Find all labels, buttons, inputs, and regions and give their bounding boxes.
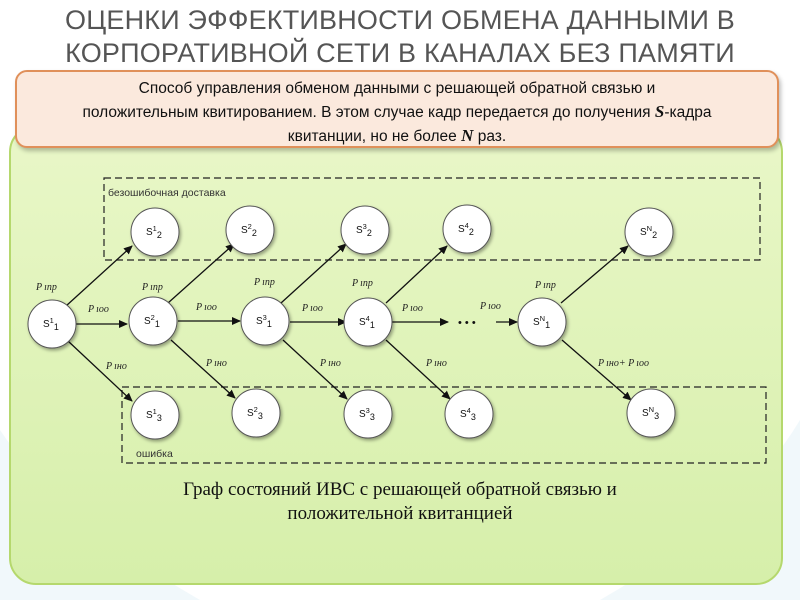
state-node-sn1: SN1 <box>517 297 567 347</box>
label-p-oo-2: P ıоо <box>195 302 217 313</box>
state-node-label: S43 <box>460 406 476 422</box>
edge-sn1-sn2 <box>560 245 629 304</box>
state-node-sn2: SN2 <box>624 207 674 257</box>
state-node-s22: S22 <box>225 205 275 255</box>
title-line-2: КОРПОРАТИВНОЙ СЕТИ В КАНАЛАХ БЕЗ ПАМЯТИ <box>65 38 735 68</box>
callout-line-2-text: положительным квитированием. В этом случ… <box>82 104 655 121</box>
caption-line-2: положительной квитанцией <box>287 503 513 524</box>
callout-line-2-end: -кадра <box>664 104 712 121</box>
graph-caption: Граф состояний ИВС с решающей обратной с… <box>120 478 680 526</box>
state-node-s21: S21 <box>128 296 178 346</box>
state-node-label: S22 <box>241 222 257 238</box>
state-node-label: S33 <box>359 406 375 422</box>
error-group-box <box>121 386 767 464</box>
edge-s21-s23 <box>170 339 236 399</box>
state-node-s12: S12 <box>130 207 180 257</box>
callout-line-1: Способ управления обменом данными с реша… <box>138 80 656 97</box>
label-p-pr-4: P ıпр <box>351 278 373 289</box>
state-node-label: S21 <box>144 313 160 329</box>
edge-s41-s43 <box>385 339 451 400</box>
state-node-label: S13 <box>146 407 162 423</box>
label-p-no-2: P ıно <box>205 358 227 369</box>
state-node-circle <box>130 390 180 440</box>
state-node-circle <box>626 388 676 438</box>
caption-line-1: Граф состояний ИВС с решающей обратной с… <box>183 479 617 500</box>
state-node-sn3: SN3 <box>626 388 676 438</box>
state-node-s42: S42 <box>442 204 492 254</box>
edge-s31-s32 <box>280 243 347 304</box>
state-node-label: SN2 <box>640 224 657 240</box>
label-p-oo-5: P ıоо <box>479 301 501 312</box>
state-node-s11: S11 <box>27 299 77 349</box>
state-node-circle <box>231 388 281 438</box>
success-group-label: безошибочная доставка <box>108 187 226 199</box>
state-node-label: S42 <box>458 221 474 237</box>
state-node-circle <box>130 207 180 257</box>
slide-title: ОЦЕНКИ ЭФФЕКТИВНОСТИ ОБМЕНА ДАННЫМИ В КО… <box>0 4 800 70</box>
chain-ellipsis: • • • <box>458 317 476 329</box>
label-p-oo-3: P ıоо <box>301 303 323 314</box>
edge-s11-s12 <box>65 245 133 307</box>
state-node-circle <box>27 299 77 349</box>
edge-sn1-sn3 <box>561 339 632 401</box>
label-p-no-1: P ıно <box>105 361 127 372</box>
state-node-circle <box>343 389 393 439</box>
label-p-no-3: P ıно <box>319 358 341 369</box>
state-node-label: S11 <box>43 316 59 332</box>
state-node-circle <box>517 297 567 347</box>
state-node-label: S23 <box>247 405 263 421</box>
state-node-circle <box>624 207 674 257</box>
edges <box>65 243 632 402</box>
state-node-circle <box>444 389 494 439</box>
edge-s41-s42 <box>385 245 448 304</box>
callout-n-symbol: N <box>461 126 474 145</box>
edge-s21-s22 <box>167 243 235 304</box>
label-p-oo-4: P ıоо <box>401 303 423 314</box>
state-node-s23: S23 <box>231 388 281 438</box>
label-p-no-4: P ıно <box>425 358 447 369</box>
state-node-circle <box>128 296 178 346</box>
description-callout: Способ управления обменом данными с реша… <box>15 70 779 148</box>
state-node-circle <box>340 205 390 255</box>
state-node-circle <box>240 296 290 346</box>
edge-s11-s13 <box>67 340 133 402</box>
state-node-s33: S33 <box>343 389 393 439</box>
state-node-s32: S32 <box>340 205 390 255</box>
state-node-label: S41 <box>359 314 375 330</box>
state-node-circle <box>225 205 275 255</box>
state-node-label: SN3 <box>642 405 659 421</box>
state-node-s31: S31 <box>240 296 290 346</box>
label-p-no-last: P ıно+ P ıоо <box>597 358 649 369</box>
label-p-pr-3: P ıпр <box>253 277 275 288</box>
state-node-s13: S13 <box>130 390 180 440</box>
success-group-box <box>103 177 761 261</box>
state-node-s41: S41 <box>343 297 393 347</box>
label-p-oo-1: P ıоо <box>87 304 109 315</box>
callout-line-3-text: квитанции, но не более <box>287 128 462 145</box>
label-p-pr-2: P ıпр <box>141 282 163 293</box>
callout-line-3: квитанции, но не более N раз. <box>27 124 767 148</box>
state-node-s43: S43 <box>444 389 494 439</box>
title-line-1: ОЦЕНКИ ЭФФЕКТИВНОСТИ ОБМЕНА ДАННЫМИ В <box>65 5 735 35</box>
state-node-label: S32 <box>356 222 372 238</box>
state-node-label: SN1 <box>533 314 550 330</box>
callout-line-2: положительным квитированием. В этом случ… <box>27 100 767 124</box>
state-node-circle <box>343 297 393 347</box>
error-group-label: ошибка <box>136 448 173 460</box>
label-p-pr-1: P ıпр <box>35 282 57 293</box>
state-node-label: S31 <box>256 313 272 329</box>
callout-s-symbol: S <box>654 102 665 121</box>
state-node-circle <box>442 204 492 254</box>
label-p-pr-5: P ıпр <box>534 280 556 291</box>
callout-line-3-end: раз. <box>473 128 507 145</box>
state-node-label: S12 <box>146 224 162 240</box>
edge-s31-s33 <box>282 339 348 400</box>
